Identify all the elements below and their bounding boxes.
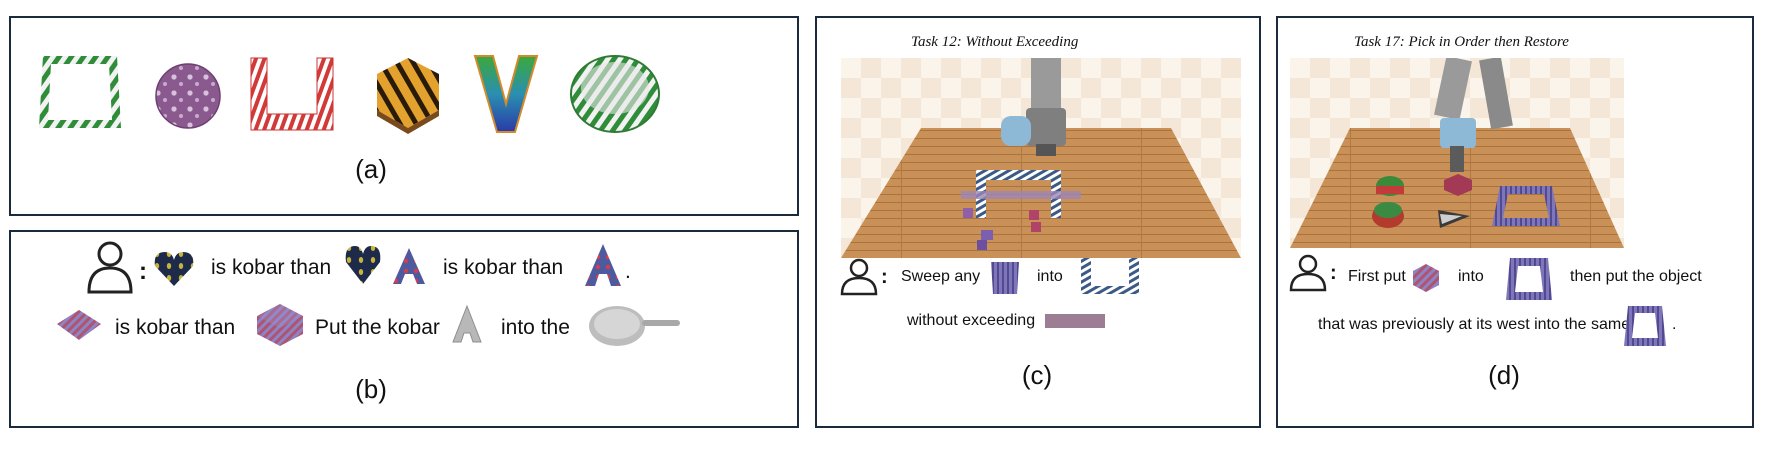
panel-a: (a) (9, 16, 799, 216)
line2-text1: is kobar than (115, 316, 236, 339)
prompt-d-period: . (1672, 316, 1677, 333)
caption-b: (b) (355, 374, 387, 404)
purple-striped-block (991, 262, 1019, 294)
colon-d: : (1330, 262, 1337, 284)
scene-c (841, 58, 1241, 258)
user-icon-d (1289, 254, 1327, 292)
line1-text2: is kobar than (443, 256, 564, 279)
colon-c: : (881, 266, 888, 288)
prompt-c-text2: into (1037, 268, 1063, 285)
line2-text3: into the (501, 316, 570, 339)
user-icon-c (840, 258, 878, 296)
colon: : (139, 258, 147, 285)
purple-square-frame-2 (1624, 306, 1666, 346)
prompt-d-text3: then put the object (1570, 268, 1702, 285)
prompt-c-text3: without exceeding (907, 312, 1036, 329)
red-stripe-hexagon (1413, 264, 1439, 292)
panel-d: Task 17: Pick in Order then Restore : Fi… (1276, 16, 1754, 428)
purple-paisley-cylinder (155, 63, 221, 129)
prompt-d-text1: First put (1348, 268, 1406, 285)
prompt-d-text2: into (1458, 268, 1484, 285)
task-title-c: Task 12: Without Exceeding (911, 34, 1079, 50)
prompt-c-text1: Sweep any (901, 268, 981, 285)
user-icon (87, 241, 133, 294)
red-white-u-shape (250, 57, 334, 131)
panel-c: Task 12: Without Exceeding : Sweep any i… (815, 16, 1261, 428)
caption-d: (d) (1488, 360, 1520, 390)
green-white-square-frame (39, 56, 121, 128)
panel-b: : is kobar than is kobar than . is kobar… (9, 230, 799, 428)
purple-square-frame (1506, 258, 1552, 300)
line1-period: . (625, 260, 631, 283)
letter-a-red-dots (393, 248, 425, 284)
caption-c: (c) (1021, 360, 1053, 390)
line2-text2: Put the kobar (315, 316, 440, 339)
dotted-heart (154, 252, 194, 286)
scene-d (1290, 58, 1624, 248)
rainbow-letter-v (473, 55, 539, 133)
gray-letter-a (452, 304, 482, 343)
line1-text1: is kobar than (211, 256, 332, 279)
tiger-stripe-hexagon (377, 58, 439, 134)
dotted-heart-2 (345, 246, 381, 284)
purple-stripe-bar (1045, 314, 1105, 328)
frying-pan (589, 306, 680, 346)
striped-box (257, 304, 303, 346)
caption-a: (a) (355, 154, 387, 184)
zebra-u-frame (1081, 258, 1139, 294)
task-title-d: Task 17: Pick in Order then Restore (1354, 34, 1569, 50)
prompt-d-text4: that was previously at its west into the… (1318, 316, 1631, 333)
letter-a-large (585, 244, 621, 286)
green-white-bowl (570, 55, 660, 133)
striped-square-small (57, 310, 101, 340)
